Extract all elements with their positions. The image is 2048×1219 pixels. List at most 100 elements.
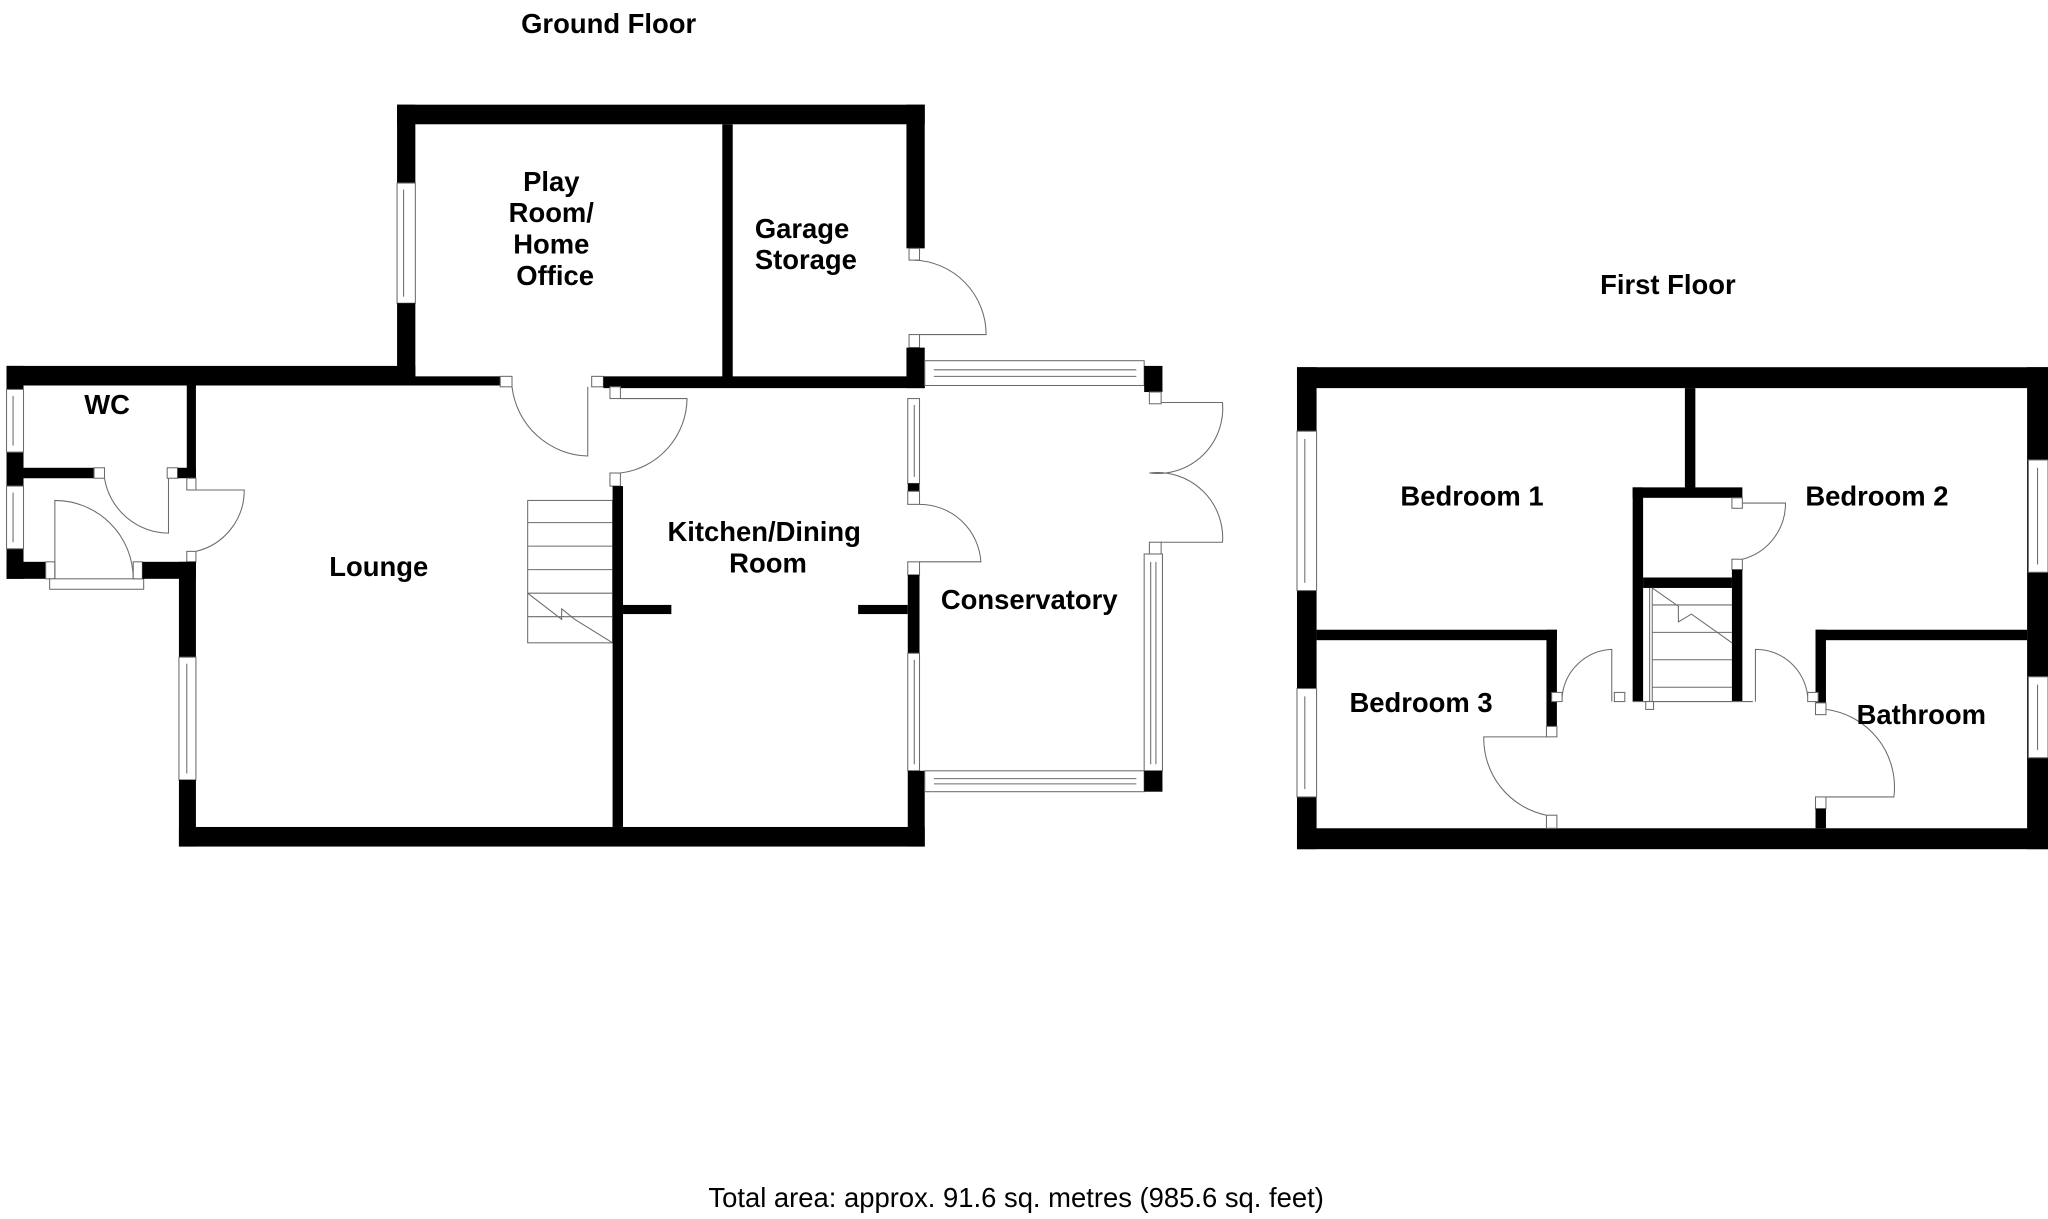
label-line: Storage <box>755 244 857 275</box>
door-frame <box>1545 725 1558 738</box>
front-door <box>54 499 134 579</box>
door-frame <box>907 490 921 505</box>
room-label-bedroom1: Bedroom 1 <box>1400 481 1543 512</box>
door-frame <box>1807 691 1819 703</box>
window <box>907 398 921 484</box>
first-floor-title: First Floor <box>1600 269 1736 300</box>
label-line: Play <box>523 166 580 197</box>
wall <box>1632 487 1743 498</box>
wall <box>186 385 196 477</box>
window <box>1143 553 1163 772</box>
wall <box>1815 629 1826 703</box>
first-floor: First Floor <box>1296 269 2048 850</box>
garage-door <box>914 259 987 336</box>
door-frame <box>1814 796 1827 810</box>
window <box>1296 687 1318 798</box>
door-frame <box>499 375 513 388</box>
door-frame <box>1148 391 1162 405</box>
door-frame <box>45 561 56 580</box>
wall <box>906 104 925 249</box>
room-label-play-room: Play Room/ Home Office <box>509 166 602 291</box>
wall <box>907 770 925 847</box>
wall <box>6 561 53 579</box>
room-label-wc: WC <box>84 389 130 420</box>
door-frame <box>908 247 921 261</box>
door-frame <box>907 561 921 576</box>
playroom-door <box>511 386 589 457</box>
staircase <box>527 499 614 644</box>
wall <box>1731 569 1743 702</box>
wall <box>907 574 920 654</box>
bedroom2-door <box>1742 502 1786 560</box>
wall <box>1316 629 1557 641</box>
wall <box>1296 828 2048 850</box>
window <box>2027 676 2048 759</box>
wall <box>1815 808 1826 829</box>
wall <box>603 376 925 389</box>
ground-floor: Ground Floor <box>6 8 1224 847</box>
door-frame <box>93 467 106 479</box>
label-line: Home <box>513 229 589 260</box>
threshold <box>49 578 145 590</box>
label-line: Room/ <box>509 197 595 228</box>
door-frame <box>609 386 621 400</box>
window <box>907 652 921 772</box>
room-label-kitchen: Kitchen/Dining Room <box>668 516 869 578</box>
wall <box>722 124 733 379</box>
label-line: Room <box>729 547 807 578</box>
window <box>6 388 25 453</box>
door-frame <box>1814 702 1827 716</box>
window <box>924 770 1145 793</box>
wall <box>1144 365 1163 393</box>
door-frame <box>1545 814 1558 829</box>
door-frame <box>186 477 197 491</box>
room-label-conservatory: Conservatory <box>941 584 1118 615</box>
window <box>6 485 25 550</box>
wall <box>1632 487 1644 702</box>
wall <box>1296 367 2048 389</box>
wall <box>178 826 925 847</box>
room-label-lounge: Lounge <box>329 551 428 582</box>
staircase <box>1632 587 1753 710</box>
wall <box>23 467 95 479</box>
wall <box>195 376 501 386</box>
door-frame <box>1148 541 1162 555</box>
room-label-bedroom2: Bedroom 2 <box>1805 481 1948 512</box>
door-frame <box>591 375 604 388</box>
wall <box>1546 629 1557 727</box>
wall <box>907 483 920 492</box>
wall <box>858 604 908 615</box>
door-frame <box>186 550 197 563</box>
total-area-text: Total area: approx. 91.6 sq. metres (985… <box>708 1182 1323 1213</box>
bedroom3-door <box>1483 736 1547 816</box>
airing-door <box>1754 648 1809 702</box>
label-line: Office <box>516 260 594 291</box>
door-frame <box>609 472 621 487</box>
wall <box>623 604 672 615</box>
wall <box>2027 367 2048 850</box>
room-label-bathroom: Bathroom <box>1857 699 1986 730</box>
window <box>178 656 197 781</box>
wall <box>1144 770 1163 792</box>
wc-door <box>103 478 170 534</box>
wall <box>397 104 925 125</box>
wall <box>397 303 416 386</box>
lounge-door <box>195 489 245 552</box>
door-frame <box>132 561 143 580</box>
wall <box>178 561 196 658</box>
wall <box>1643 577 1732 588</box>
room-label-bedroom3: Bedroom 3 <box>1349 687 1492 718</box>
window <box>2027 459 2048 573</box>
ground-floor-title: Ground Floor <box>521 8 696 39</box>
door-frame <box>1731 497 1743 509</box>
label-line: Garage <box>755 213 849 244</box>
label-line: Kitchen/Dining <box>668 516 861 547</box>
wall <box>397 104 416 184</box>
door-frame <box>166 467 179 479</box>
door-frame <box>908 334 921 349</box>
door-frame <box>1551 691 1563 703</box>
french-door-bottom <box>1149 472 1224 543</box>
window <box>1296 430 1318 592</box>
bedroom1-door <box>1561 648 1613 702</box>
